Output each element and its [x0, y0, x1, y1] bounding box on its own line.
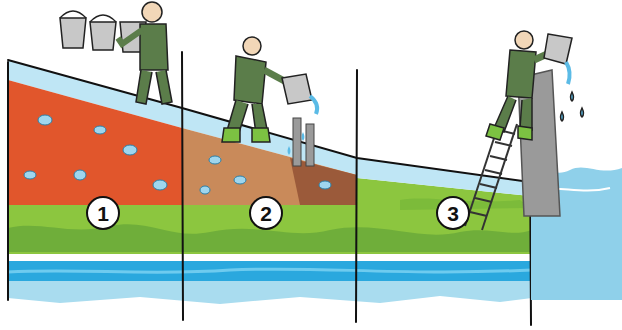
brown-soil-layer	[200, 186, 210, 194]
ladder	[475, 198, 492, 202]
red-soil-layer	[38, 115, 52, 125]
callout-circle: 3	[436, 196, 470, 230]
callout-circle-fill	[250, 197, 282, 229]
worker-with-buckets	[140, 24, 168, 70]
callout-number: 2	[249, 196, 283, 230]
section-divider	[8, 52, 531, 325]
callout-circle-fill	[437, 197, 469, 229]
worker-with-buckets	[60, 18, 86, 48]
callout-circle: 2	[249, 196, 283, 230]
well-pipe	[302, 132, 305, 141]
brown-soil-layer	[209, 156, 221, 164]
well-pipe	[288, 146, 291, 155]
brown-soil-layer	[182, 108, 357, 205]
worker-pouring-bucket	[222, 37, 317, 142]
ladder	[470, 212, 487, 216]
well-pipe	[306, 124, 314, 166]
ladder	[495, 142, 512, 146]
callout-number: 3	[436, 196, 470, 230]
callout-number: 1	[86, 196, 120, 230]
brown-soil-layer	[234, 176, 246, 184]
red-soil-layer	[74, 170, 86, 180]
section-divider	[7, 62, 9, 300]
brown-soil-layer	[182, 128, 357, 205]
ladder	[490, 156, 507, 160]
worker-with-buckets	[142, 2, 162, 22]
worker-pouring-bucket	[243, 37, 261, 55]
worker-pouring-bucket	[234, 56, 266, 104]
aquifer-band	[8, 261, 532, 304]
aquifer-band	[8, 269, 532, 272]
worker-with-buckets	[90, 22, 116, 50]
red-soil-layer	[94, 126, 106, 134]
red-soil-layer	[24, 171, 36, 179]
red-soil-layer	[8, 60, 182, 205]
red-soil-layer	[8, 80, 182, 205]
ladder	[485, 170, 502, 174]
worker-on-ladder	[561, 92, 584, 121]
brown-soil-layer	[319, 181, 331, 189]
section-divider	[356, 70, 357, 322]
worker-with-buckets	[60, 11, 116, 22]
worker-with-buckets	[136, 70, 172, 104]
worker-pouring-bucket	[282, 74, 312, 104]
worker-on-ladder	[544, 34, 572, 64]
worker-on-ladder	[506, 50, 536, 98]
worker-on-ladder	[515, 31, 533, 49]
well-pipe	[293, 118, 301, 166]
callout-circle: 1	[86, 196, 120, 230]
red-soil-layer	[153, 180, 167, 190]
worker-on-ladder	[486, 31, 584, 140]
section-divider	[8, 60, 530, 182]
worker-pouring-bucket	[310, 96, 317, 114]
aquifer-band	[8, 262, 532, 304]
red-soil-layer	[123, 145, 137, 155]
aquifer-band	[8, 261, 532, 281]
worker-pouring-bucket	[222, 128, 270, 142]
callout-circle-fill	[87, 197, 119, 229]
worker-with-buckets	[60, 2, 172, 104]
well-pipe	[288, 118, 315, 166]
worker-on-ladder	[486, 124, 532, 140]
worker-with-buckets	[118, 30, 142, 44]
section-divider	[182, 52, 183, 320]
worker-on-ladder	[566, 62, 570, 84]
ladder	[480, 184, 497, 188]
